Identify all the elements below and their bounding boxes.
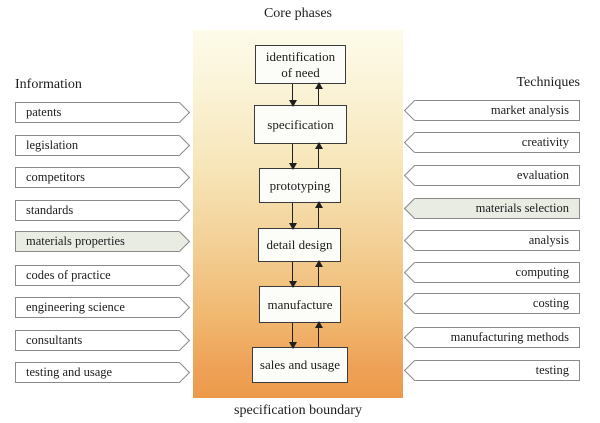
chevron-body xyxy=(15,362,180,383)
information-item-patents: patents xyxy=(15,101,191,124)
chevron-body xyxy=(414,360,580,381)
techniques-item-label: evaluation xyxy=(516,168,569,182)
techniques-item-label: computing xyxy=(515,265,569,279)
information-item-label: engineering science xyxy=(26,300,125,314)
techniques-item-evaluation: evaluation xyxy=(403,164,580,187)
techniques-item-label: costing xyxy=(532,296,569,310)
information-item-label: patents xyxy=(26,105,62,119)
chevron-body xyxy=(15,297,180,318)
phase-box-sales-and-usage: sales and usage xyxy=(252,347,348,383)
chevron-body xyxy=(414,262,580,283)
techniques-heading: Techniques xyxy=(516,75,580,90)
information-item-standards: standards xyxy=(15,199,191,222)
techniques-item-costing: costing xyxy=(403,292,580,315)
techniques-item-label: manufacturing methods xyxy=(450,330,569,344)
phase-box-prototyping: prototyping xyxy=(259,168,341,203)
chevron-body xyxy=(414,198,580,219)
information-item-codes-of-practice: codes of practice xyxy=(15,264,191,287)
chevron-body xyxy=(15,265,180,286)
flow-arrow-down-4 xyxy=(289,262,297,288)
information-item-label: testing and usage xyxy=(26,365,113,379)
information-item-label: competitors xyxy=(26,170,86,184)
chevron-body xyxy=(414,327,580,348)
flow-arrow-up-1 xyxy=(315,82,323,105)
techniques-item-testing: testing xyxy=(403,359,580,382)
chevron-body xyxy=(15,135,180,156)
phase-box-identification-of-need: identification of need xyxy=(255,45,346,84)
flow-arrow-up-2 xyxy=(315,142,323,168)
techniques-item-label: analysis xyxy=(528,233,569,247)
flow-arrow-up-4 xyxy=(315,260,323,286)
information-item-competitors: competitors xyxy=(15,166,191,189)
techniques-item-market-analysis: market analysis xyxy=(403,99,580,122)
chevron-body xyxy=(15,330,180,351)
information-item-engineering-science: engineering science xyxy=(15,296,191,319)
chevron-body xyxy=(15,167,180,188)
chevron-body xyxy=(414,100,580,121)
flow-arrow-up-3 xyxy=(315,201,323,228)
chevron-body xyxy=(414,230,580,251)
information-item-label: legislation xyxy=(26,138,79,152)
flow-arrow-down-1 xyxy=(289,84,297,107)
information-item-consultants: consultants xyxy=(15,329,191,352)
information-item-materials-properties: materials properties xyxy=(15,230,191,253)
information-item-label: consultants xyxy=(26,333,83,347)
chevron-body xyxy=(15,102,180,123)
flow-arrow-down-2 xyxy=(289,144,297,170)
techniques-item-materials-selection: materials selection xyxy=(403,197,580,220)
information-item-label: standards xyxy=(26,203,74,217)
information-item-label: codes of practice xyxy=(26,268,111,282)
techniques-item-computing: computing xyxy=(403,261,580,284)
phase-box-manufacture: manufacture xyxy=(259,286,341,323)
techniques-item-manufacturing-methods: manufacturing methods xyxy=(403,326,580,349)
flow-arrow-down-3 xyxy=(289,203,297,230)
chevron-body xyxy=(414,165,580,186)
techniques-item-label: creativity xyxy=(521,135,569,149)
chevron-body xyxy=(15,231,180,252)
phase-box-detail-design: detail design xyxy=(258,228,341,262)
chevron-body xyxy=(414,293,580,314)
techniques-item-label: materials selection xyxy=(475,201,569,215)
core-phases-title: Core phases xyxy=(263,6,333,21)
techniques-item-label: market analysis xyxy=(490,103,569,117)
flow-arrow-down-5 xyxy=(289,323,297,349)
information-item-testing-and-usage: testing and usage xyxy=(15,361,191,384)
chevron-body xyxy=(15,200,180,221)
chevron-body xyxy=(414,132,580,153)
information-item-legislation: legislation xyxy=(15,134,191,157)
information-item-label: materials properties xyxy=(26,234,125,248)
core-phases-gradient-column xyxy=(193,30,403,398)
flow-arrow-up-5 xyxy=(315,321,323,347)
techniques-item-analysis: analysis xyxy=(403,229,580,252)
specification-boundary-label: specification boundary xyxy=(234,403,362,418)
techniques-item-creativity: creativity xyxy=(403,131,580,154)
techniques-item-label: testing xyxy=(535,363,569,377)
information-heading: Information xyxy=(15,77,82,92)
phase-box-specification: specification xyxy=(254,105,347,144)
